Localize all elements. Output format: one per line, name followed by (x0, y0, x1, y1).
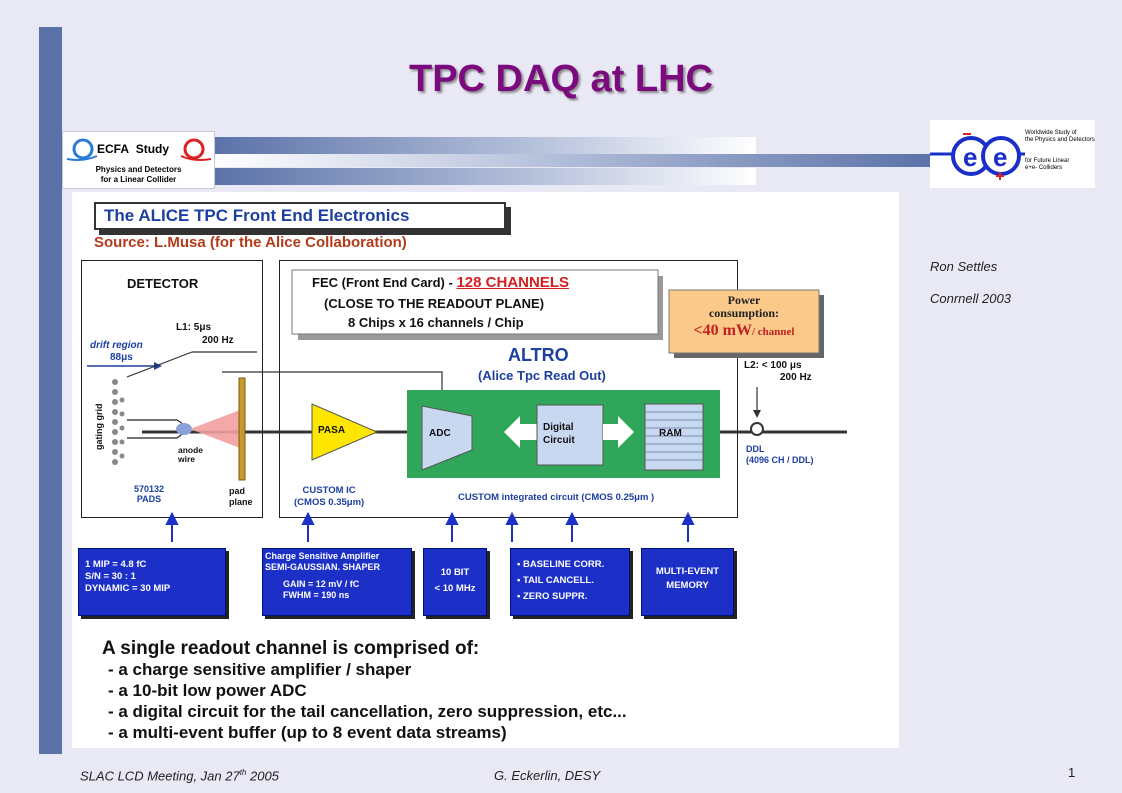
fec-box (279, 260, 738, 518)
summary-item: - a charge sensitive amplifier / shaper (108, 660, 412, 679)
study-text: Study (135, 142, 170, 156)
fec-title: FEC (Front End Card) - 128 CHANNELS (312, 274, 569, 291)
ram-label: RAM (659, 428, 682, 439)
anode-wire-label: anode wire (178, 445, 204, 464)
l2-rate-label: 200 Hz (780, 372, 812, 383)
figure-source: Source: L.Musa (for the Alice Collaborat… (94, 234, 407, 251)
custom-ic-label: CUSTOM IC(CMOS 0.35μm) (294, 485, 365, 508)
l1-label: L1: 5μs (176, 322, 212, 333)
custom-integrated-label: CUSTOM integrated circuit (CMOS 0.25μm ) (458, 492, 655, 503)
ee-collider-logo-icon: e e (930, 133, 1025, 180)
fec-line2: (CLOSE TO THE READOUT PLANE) (324, 296, 545, 311)
altro-title: ALTRO (508, 345, 569, 365)
detector-label: DETECTOR (127, 276, 199, 291)
drift-time-label: 88μs (110, 352, 133, 363)
adc-label: ADC (429, 428, 451, 439)
fec-line3: 8 Chips x 16 channels / Chip (348, 315, 524, 330)
gating-grid-label: gating grid (94, 403, 104, 451)
venue-note: Conrnell 2003 (930, 291, 1011, 306)
svg-text:e: e (963, 142, 977, 172)
l2-label: L2: < 100 μs (744, 360, 802, 371)
header-stripe (213, 154, 931, 167)
diagram-lines (87, 269, 847, 542)
author-note: Ron Settles (930, 259, 998, 274)
digital-info-box: • BASELINE CORR.• TAIL CANCELL.• ZERO SU… (510, 548, 630, 616)
summary-item: - a digital circuit for the tail cancell… (108, 702, 627, 721)
header-stripe (213, 137, 756, 154)
summary-block: A single readout channel is comprised of… (102, 638, 627, 743)
altro-subtitle: (Alice Tpc Read Out) (478, 368, 606, 383)
summary-item: - a multi-event buffer (up to 8 event da… (108, 723, 507, 742)
ecfa-text: ECFA (97, 142, 130, 156)
drift-region-label: drift region (90, 340, 143, 351)
page-number: 1 (1068, 765, 1076, 780)
header-stripe (213, 168, 756, 185)
ddl-label: DDL(4096 CH / DDL) (746, 444, 814, 465)
footer-meeting: SLAC LCD Meeting, Jan 27th 2005 (80, 768, 279, 784)
svg-text:e: e (993, 142, 1007, 172)
left-accent-bar (39, 27, 62, 754)
pasa-label: PASA (318, 425, 346, 436)
l1-rate-label: 200 Hz (202, 335, 234, 346)
slide-title: TPC DAQ at LHC (409, 58, 713, 100)
alice-tpc-figure: The ALICE TPC Front End Electronics Sour… (72, 192, 899, 748)
footer-author: G. Eckerlin, DESY (494, 768, 601, 783)
adc-info-box: 10 BIT< 10 MHz (423, 548, 487, 616)
summary-heading: A single readout channel is comprised of… (102, 638, 480, 659)
logo-line: for a Linear Collider (100, 175, 177, 184)
ecfa-swirl-icon (66, 138, 212, 161)
summary-item: - a 10-bit low power ADC (108, 681, 307, 700)
logo-line: Physics and Detectors (95, 165, 182, 174)
figure-banner: The ALICE TPC Front End Electronics (94, 202, 506, 230)
